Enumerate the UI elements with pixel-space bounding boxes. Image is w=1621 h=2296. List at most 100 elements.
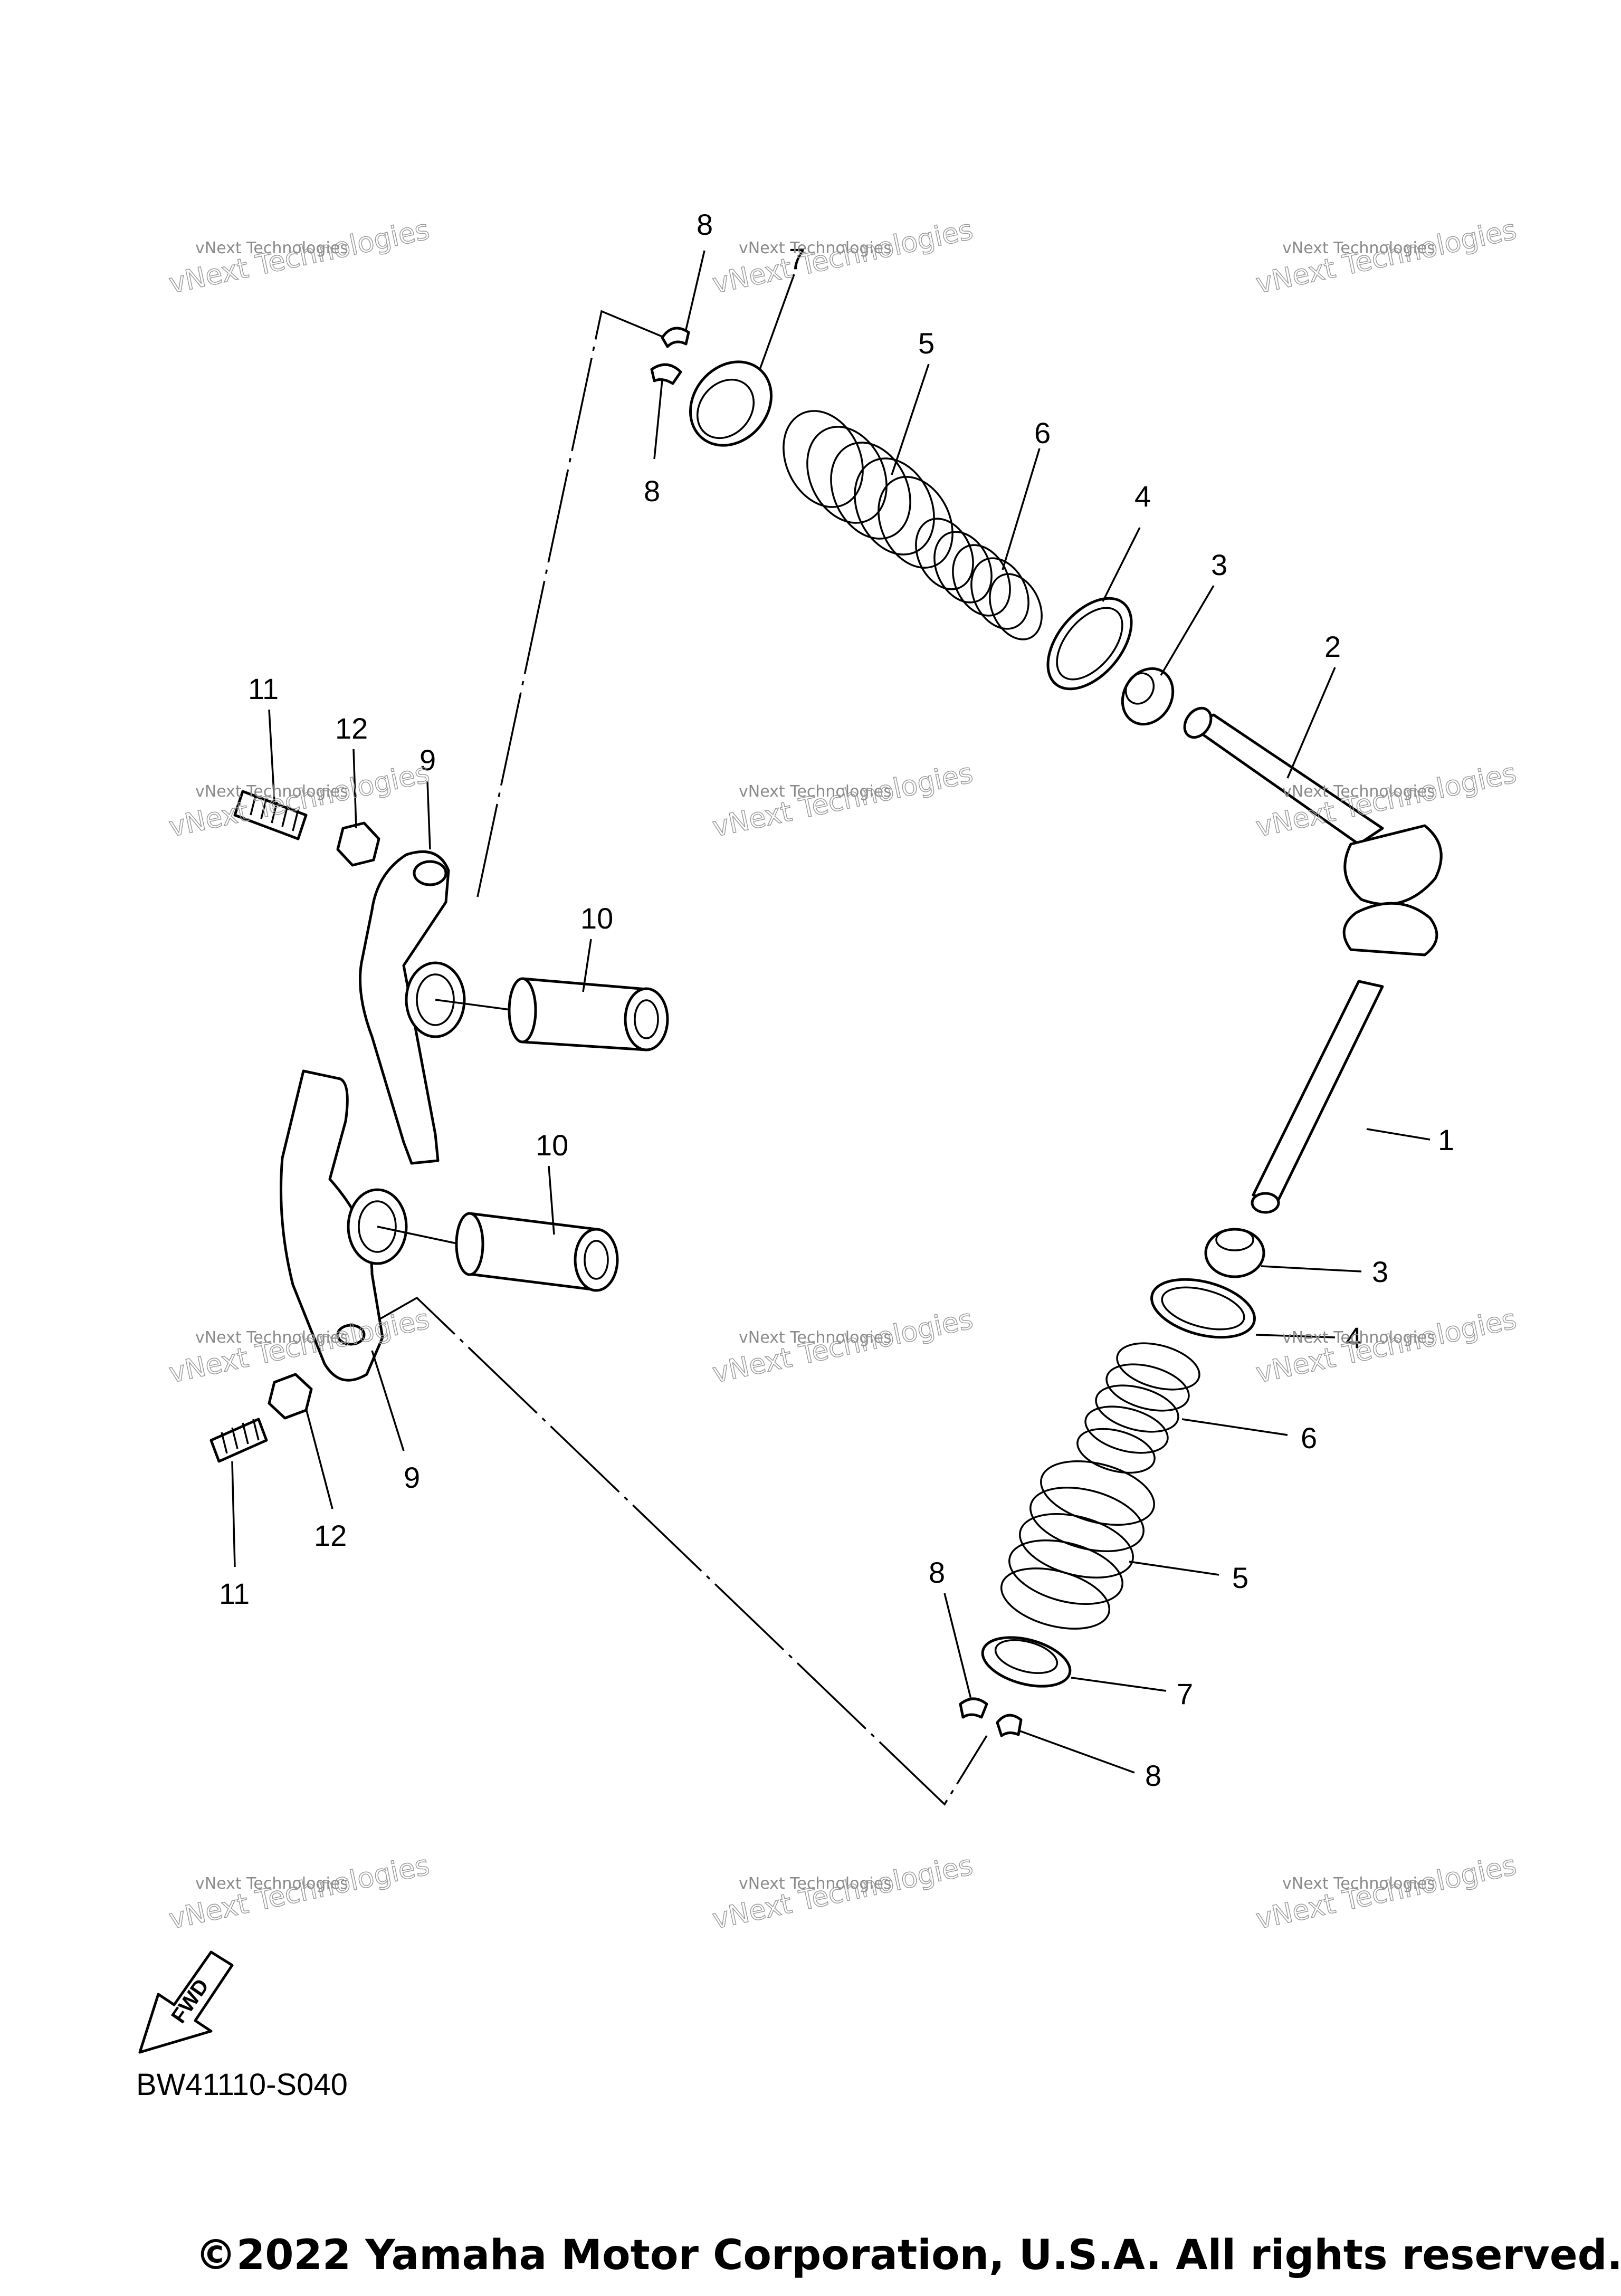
leader-3a (1160, 585, 1215, 676)
valve-cotter-upper-b (650, 363, 682, 385)
rocker-shaft-lower (455, 1212, 619, 1292)
callout-7-lower: 7 (1177, 1677, 1193, 1710)
valve-lower (1251, 902, 1438, 1214)
watermark-r1c3: vNext Technologies vNext Technologies (1253, 214, 1519, 301)
leader-12b (305, 1408, 333, 1509)
valve-stem-seal-lower (1204, 1228, 1265, 1278)
callout-12-upper: 12 (335, 712, 368, 745)
shaft-axis-upper (435, 999, 515, 1011)
leader-7b (1071, 1677, 1167, 1692)
svg-text:vNext Technologies: vNext Technologies (739, 782, 892, 801)
callout-5-upper: 5 (918, 327, 935, 360)
leader-10a (582, 939, 592, 992)
lock-nut-upper (336, 821, 380, 867)
valve-cotter-lower-a (959, 1697, 988, 1719)
leader-4a (1102, 527, 1141, 602)
watermark-r2c2: vNext Technologies vNext Technologies (709, 757, 976, 844)
valve-spring-outer-upper (783, 410, 953, 569)
fwd-arrow-icon: FWD (138, 1950, 234, 2054)
watermark-r1c2: vNext Technologies vNext Technologies (709, 214, 976, 301)
callout-9-upper: 9 (419, 743, 436, 777)
leader-6a (1002, 448, 1041, 570)
leader-9a (426, 780, 431, 850)
spring-seat-washer-lower (1150, 1278, 1256, 1339)
watermark-r1c1: vNext Technologies vNext Technologies (166, 214, 432, 301)
leader-3b (1261, 1265, 1362, 1273)
valve-stem-seal-upper (1121, 667, 1175, 726)
callout-8-lower-above: 8 (929, 1556, 945, 1589)
watermark-r4c1: vNext Technologies vNext Technologies (166, 1849, 432, 1936)
assembly-line-lower (379, 1296, 988, 1806)
leader-4b (1255, 1334, 1336, 1338)
shaft-axis-lower (377, 1226, 465, 1246)
svg-text:vNext Technologies: vNext Technologies (1282, 1874, 1435, 1893)
leader-8b (653, 379, 663, 460)
svg-text:vNext Technologies: vNext Technologies (739, 1328, 892, 1347)
lock-nut-lower (268, 1373, 313, 1420)
svg-text:vNext Technologies: vNext Technologies (739, 239, 892, 257)
callout-9-lower: 9 (404, 1461, 420, 1494)
svg-text:vNext Technologies: vNext Technologies (1282, 1328, 1435, 1347)
callout-4-lower: 4 (1346, 1321, 1362, 1354)
valve-upper (1183, 706, 1443, 906)
leader-9b (371, 1350, 405, 1451)
leader-8c (943, 1593, 972, 1699)
valve-retainer-lower (981, 1636, 1072, 1688)
watermark-r3c2: vNext Technologies vNext Technologies (709, 1303, 976, 1390)
svg-text:vNext Technologies: vNext Technologies (739, 1874, 892, 1893)
assembly-line-upper (476, 310, 665, 897)
leader-5a (891, 363, 930, 475)
callout-11-lower: 11 (219, 1577, 250, 1610)
spring-seat-washer-upper (1046, 597, 1133, 691)
callout-6-lower: 6 (1301, 1421, 1317, 1455)
valve-retainer-upper (689, 360, 773, 447)
callout-6-upper: 6 (1034, 416, 1051, 449)
svg-text:vNext Technologies: vNext Technologies (1282, 239, 1435, 257)
callout-3-upper: 3 (1211, 548, 1227, 581)
watermark-r4c2: vNext Technologies vNext Technologies (709, 1849, 976, 1936)
leader-8a (685, 250, 705, 330)
valve-cotter-upper-a (661, 327, 690, 348)
valve-spring-inner-lower (1076, 1342, 1200, 1474)
callout-1: 1 (1438, 1123, 1454, 1156)
callout-10-lower: 10 (536, 1128, 568, 1162)
watermark-r3c3: vNext Technologies vNext Technologies (1253, 1303, 1519, 1390)
leader-7a (759, 274, 795, 370)
rocker-arm-upper (359, 850, 466, 1165)
callout-3-lower: 3 (1372, 1255, 1388, 1288)
callout-8-lower-right: 8 (1145, 1759, 1161, 1792)
callout-7-upper: 7 (789, 242, 805, 275)
leader-6b (1181, 1418, 1288, 1436)
callout-4-upper: 4 (1134, 480, 1151, 513)
callout-2: 2 (1324, 630, 1341, 663)
rocker-shaft-upper (508, 977, 669, 1051)
leader-2 (1286, 667, 1336, 779)
callout-11-upper: 11 (248, 672, 279, 705)
svg-text:vNext Technologies: vNext Technologies (195, 782, 348, 801)
svg-text:vNext Technologies: vNext Technologies (1282, 782, 1435, 801)
valve-spring-inner-upper (915, 518, 1043, 640)
callout-5-lower: 5 (1232, 1561, 1248, 1594)
leader-1 (1366, 1128, 1431, 1141)
adjuster-screw-lower (209, 1418, 268, 1463)
svg-text:vNext Technologies: vNext Technologies (195, 1328, 348, 1347)
copyright-notice: ©2022 Yamaha Motor Corporation, U.S.A. A… (195, 2232, 1621, 2279)
diagram-code: BW41110-S040 (136, 2068, 348, 2102)
leader-5b (1129, 1561, 1219, 1576)
svg-text:vNext Technologies: vNext Technologies (195, 239, 348, 257)
watermark-r4c3: vNext Technologies vNext Technologies (1253, 1849, 1519, 1936)
svg-text:vNext Technologies: vNext Technologies (195, 1874, 348, 1893)
valve-cotter-lower-b (996, 1714, 1023, 1737)
callout-10-upper: 10 (580, 902, 613, 935)
leader-8d (1018, 1729, 1135, 1774)
callout-8-top: 8 (697, 208, 713, 241)
callout-12-lower: 12 (314, 1519, 347, 1552)
rocker-arm-lower (280, 1069, 408, 1382)
leader-11b (231, 1461, 236, 1567)
leader-11a (268, 709, 275, 802)
leader-12a (352, 749, 357, 829)
adjuster-screw-upper (233, 790, 308, 840)
callout-8-upper-below: 8 (644, 474, 660, 508)
leader-10b (548, 1165, 555, 1235)
